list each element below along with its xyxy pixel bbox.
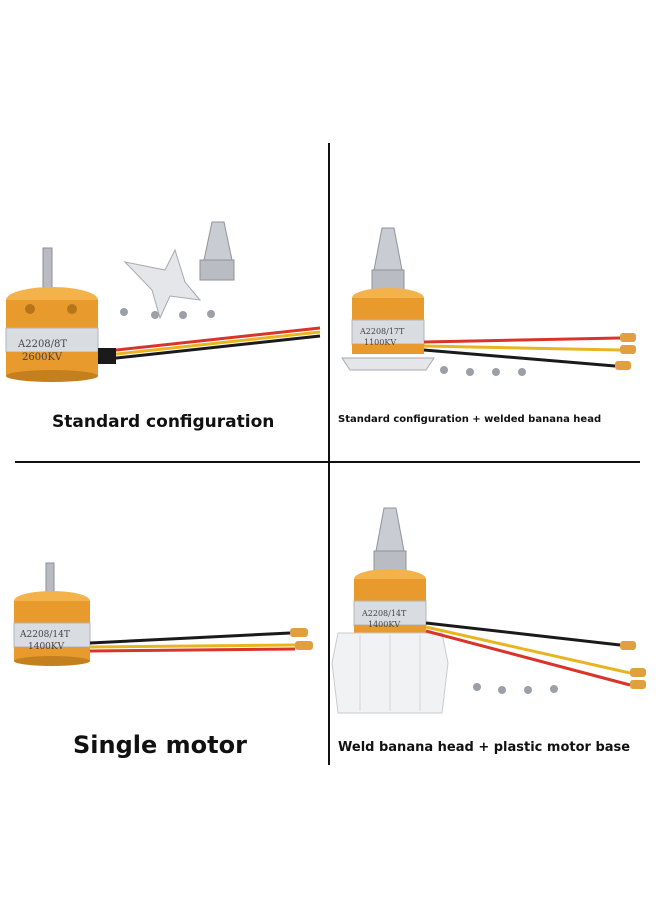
motor-label-kv: 1100KV [364, 338, 396, 347]
panel-standard-configuration: A2208/8T 2600KV Standard configuration [0, 0, 328, 461]
motor-label-model: A2208/17T [359, 327, 405, 336]
caption-welded-banana-head: Standard configuration + welded banana h… [338, 414, 602, 425]
motor-with-banana-head-image: A2208/17T 1100KV [341, 227, 636, 376]
motor-label-model: A2208/8T [17, 339, 67, 350]
horizontal-divider [15, 461, 640, 463]
motor-kit-image: A2208/8T 2600KV [5, 221, 321, 382]
single-motor-image: A2208/14T 1400KV [13, 562, 313, 666]
panel-single-motor: A2208/14T 1400KV Single motor [0, 463, 328, 904]
motor-label-kv: 2600KV [22, 352, 63, 363]
caption-single-motor: Single motor [73, 731, 247, 759]
caption-plastic-motor-base: Weld banana head + plastic motor base [338, 740, 631, 755]
vertical-divider [328, 143, 330, 765]
motor-label-model: A2208/14T [361, 609, 407, 618]
motor-label-kv: 1400KV [368, 620, 400, 629]
caption-standard-configuration: Standard configuration [52, 412, 275, 432]
panel-welded-banana-head: A2208/17T 1100KV Standard configuration … [330, 0, 660, 461]
motor-label-model: A2208/14T [19, 630, 70, 640]
motor-with-plastic-base-image: A2208/14T 1400KV [331, 507, 646, 714]
panel-plastic-motor-base: A2208/14T 1400KV Weld banana head + plas… [330, 463, 660, 904]
motor-label-kv: 1400KV [28, 642, 65, 652]
